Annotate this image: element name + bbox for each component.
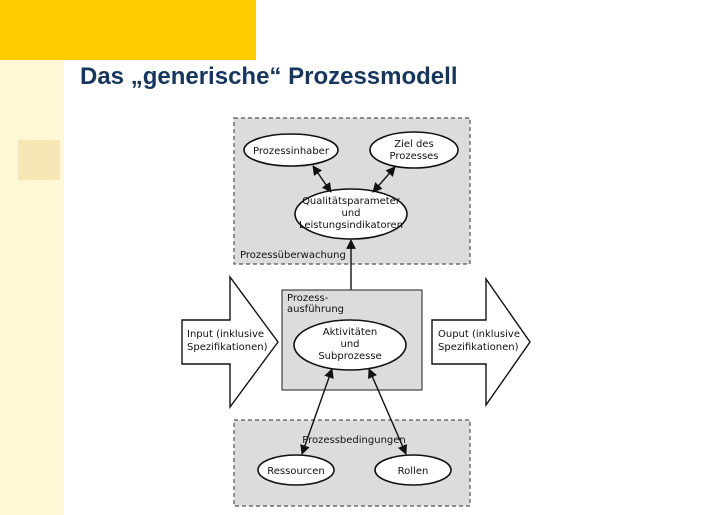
accent-side-strip — [0, 60, 64, 515]
output-label-line2: Spezifikationen) — [438, 342, 519, 353]
roles-ellipse — [374, 454, 452, 486]
resources-label: Ressourcen — [267, 466, 324, 477]
owner-label: Prozessinhaber — [253, 146, 330, 157]
goal-label-line1: Ziel des — [394, 139, 433, 150]
execution-label-line1: Prozess- — [287, 293, 329, 304]
goal-label-line2: Prozesses — [389, 151, 438, 162]
accent-yellow-block — [0, 0, 256, 60]
activities-ellipse — [293, 319, 407, 371]
conditions-label: Prozessbedingungen — [302, 435, 406, 446]
input-arrow — [181, 274, 279, 410]
execution-label-line2: ausführung — [287, 304, 344, 315]
input-label-line1: Input (inklusive — [187, 329, 264, 340]
quality-label-line3: Leistungsindikatoren — [299, 220, 403, 231]
output-arrow — [431, 276, 531, 408]
activities-label-line1: Aktivitäten — [323, 327, 378, 338]
arrow-goal-quality — [372, 166, 396, 193]
arrow-activities-resources — [300, 368, 334, 455]
roles-label: Rollen — [398, 466, 429, 477]
quality-ellipse — [294, 188, 408, 240]
title-band — [64, 60, 728, 98]
input-label-line2: Spezifikationen) — [187, 342, 268, 353]
arrow-owner-quality — [312, 165, 332, 193]
accent-square — [18, 140, 60, 180]
arrow-activities-roles — [368, 368, 407, 455]
quality-label-line2: und — [341, 208, 360, 219]
output-label-line1: Ouput (inklusive — [438, 329, 520, 340]
activities-label-line2: und — [340, 339, 359, 350]
owner-ellipse — [243, 133, 339, 167]
quality-label-line1: Qualitätsparameter — [302, 196, 401, 207]
resources-ellipse — [257, 454, 335, 486]
slide-title: Das „generische“ Prozessmodell — [80, 63, 458, 90]
activities-label-line3: Subprozesse — [318, 351, 381, 362]
monitoring-label: Prozessüberwachung — [240, 250, 346, 261]
goal-ellipse — [369, 131, 459, 169]
